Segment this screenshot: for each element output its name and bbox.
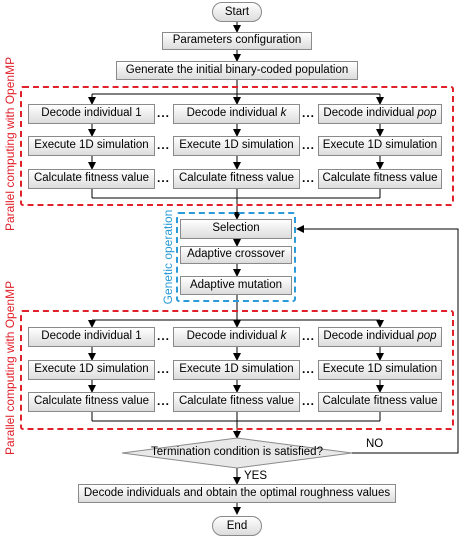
ellipsis: ... (302, 362, 316, 376)
decode-label-1: Decode individual 1 (41, 330, 142, 343)
fitness-box-k: Calculate fitness value (173, 169, 300, 189)
ellipsis: ... (302, 394, 316, 408)
fitness-box-k: Calculate fitness value (173, 392, 300, 412)
params-box: Parameters configuration (162, 32, 312, 50)
simulate-box-pop: Execute 1D simulation (318, 360, 442, 380)
decode-label-k: Decode individual k (186, 330, 287, 343)
ellipsis: ... (302, 106, 316, 120)
fitness-label: Calculate fitness value (322, 172, 438, 185)
final-box: Decode individuals and obtain the optima… (78, 484, 396, 503)
mutation-label: Adaptive mutation (189, 278, 283, 291)
ellipsis: ... (157, 106, 171, 120)
decode-label-1: Decode individual 1 (41, 107, 142, 120)
selection-label: Selection (212, 222, 260, 235)
termination-label: Termination condition is satisfied? (151, 446, 323, 458)
ellipsis: ... (157, 394, 171, 408)
decode-label-k: Decode individual k (186, 107, 287, 120)
genetic-frame (176, 212, 296, 302)
crossover-label: Adaptive crossover (187, 248, 285, 261)
final-label: Decode individuals and obtain the optima… (83, 486, 391, 499)
ellipsis: ... (157, 171, 171, 185)
genetic-label: Genetic operation (161, 209, 175, 305)
simulate-box-1: Execute 1D simulation (28, 136, 155, 156)
no-label: NO (366, 438, 384, 450)
simulate-box-k: Execute 1D simulation (173, 360, 300, 380)
decode-box-k: Decode individual k (173, 327, 300, 347)
decode-label-pop: Decode individual pop (323, 107, 437, 120)
parallel-frame-2 (20, 310, 454, 430)
start-terminal: Start (212, 2, 262, 22)
fitness-label: Calculate fitness value (33, 172, 150, 185)
fitness-label: Calculate fitness value (33, 395, 150, 408)
end-terminal: End (212, 516, 262, 536)
simulate-label: Execute 1D simulation (179, 363, 294, 376)
simulate-label: Execute 1D simulation (322, 363, 438, 376)
decode-box-1: Decode individual 1 (28, 327, 155, 347)
parallel-label-2: Parallel computing with OpenMP (3, 280, 17, 455)
ellipsis: ... (157, 138, 171, 152)
init-pop-label: Generate the initial binary-coded popula… (125, 63, 349, 76)
decision-diamond (121, 437, 353, 469)
decode-box-k: Decode individual k (173, 104, 300, 124)
decode-box-pop: Decode individual pop (318, 327, 442, 347)
simulate-label: Execute 1D simulation (322, 139, 438, 152)
mutation-box: Adaptive mutation (180, 276, 292, 295)
decode-box-pop: Decode individual pop (318, 104, 442, 124)
params-label: Parameters configuration (172, 34, 302, 47)
fitness-label: Calculate fitness value (322, 395, 438, 408)
init-pop-box: Generate the initial binary-coded popula… (116, 61, 358, 80)
ellipsis: ... (157, 329, 171, 343)
ellipsis: ... (157, 362, 171, 376)
fitness-label: Calculate fitness value (178, 172, 295, 185)
end-label: End (226, 520, 248, 532)
decode-label-pop: Decode individual pop (323, 330, 437, 343)
fitness-box-1: Calculate fitness value (28, 169, 155, 189)
ellipsis: ... (302, 171, 316, 185)
ellipsis: ... (302, 138, 316, 152)
fitness-label: Calculate fitness value (178, 395, 295, 408)
simulate-label: Execute 1D simulation (34, 363, 149, 376)
simulate-box-1: Execute 1D simulation (28, 360, 155, 380)
simulate-box-k: Execute 1D simulation (173, 136, 300, 156)
ellipsis: ... (302, 329, 316, 343)
decode-box-1: Decode individual 1 (28, 104, 155, 124)
start-label: Start (224, 6, 250, 18)
parallel-frame-1 (20, 86, 454, 206)
selection-box: Selection (180, 219, 292, 239)
arrow-no-loop (296, 225, 459, 454)
fitness-box-pop: Calculate fitness value (318, 169, 442, 189)
simulate-label: Execute 1D simulation (179, 139, 294, 152)
parallel-label-1: Parallel computing with OpenMP (3, 56, 17, 231)
crossover-box: Adaptive crossover (180, 246, 292, 264)
fitness-box-1: Calculate fitness value (28, 392, 155, 412)
fitness-box-pop: Calculate fitness value (318, 392, 442, 412)
simulate-box-pop: Execute 1D simulation (318, 136, 442, 156)
yes-label: YES (244, 470, 268, 482)
simulate-label: Execute 1D simulation (34, 139, 149, 152)
